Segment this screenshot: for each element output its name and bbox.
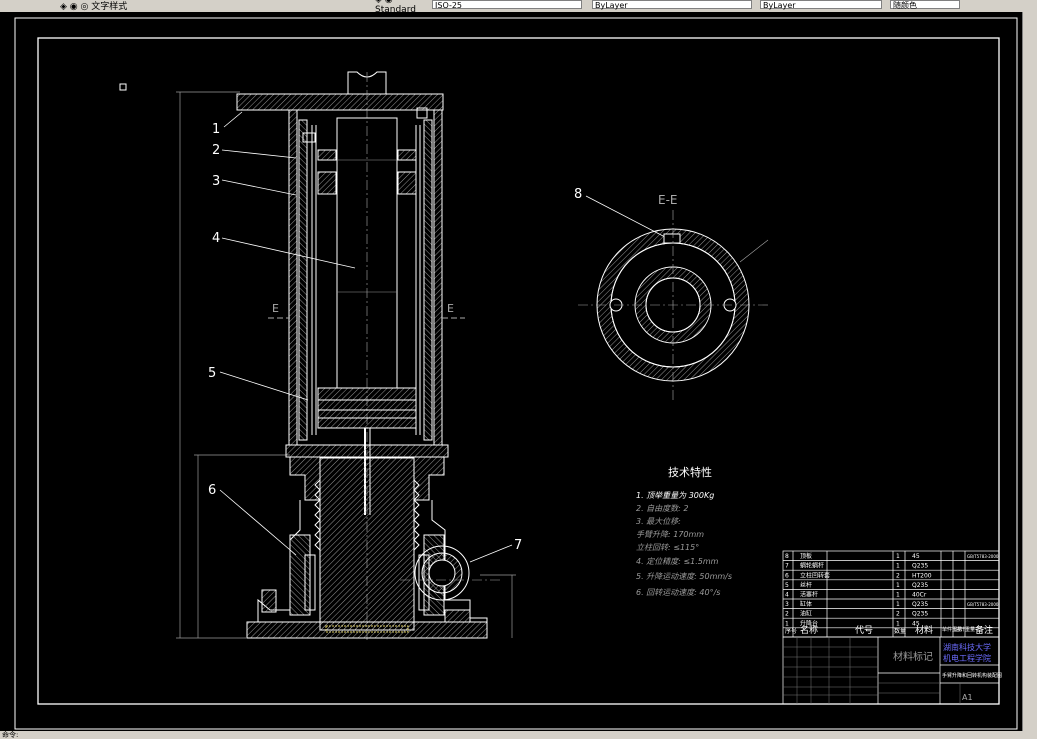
bom-header-material: 材料 (915, 624, 933, 636)
bom-header-code: 代号 (855, 625, 873, 636)
bom-header-name: 名称 (800, 624, 818, 636)
bom-cell-name: 立柱回转套 (800, 571, 830, 579)
command-line[interactable]: 命令: (0, 731, 1037, 739)
part-label-7: 7 (514, 538, 522, 553)
tech-spec-line: 1. 顶举重量为 300Kg (636, 491, 714, 500)
title-college: 机电工程学院 (943, 653, 991, 663)
bom-cell-remark: GB/T5783-2000 (967, 602, 999, 607)
bom-cell-no: 1 (785, 620, 789, 627)
text-style-control[interactable]: ◈ ◉ ◎ 文字样式 (60, 1, 128, 12)
bom-cell-name: 升降台 (800, 619, 818, 627)
tech-spec-line: 手臂升降: 170mm (636, 530, 704, 539)
sheet-outer-border (14, 17, 1018, 730)
section-mark-right: E (447, 302, 454, 315)
bom-header-weight: 单件重量 (942, 626, 962, 633)
bom-cell-material: HT200 (912, 572, 932, 579)
bom-header-no: 序号 (785, 627, 797, 635)
bom-cell-qty: 1 (896, 620, 900, 627)
part-label-8: 8 (574, 187, 582, 202)
bom-cell-qty: 2 (896, 572, 900, 579)
bom-cell-name: 丝杆 (800, 581, 812, 589)
part-label-1: 1 (212, 122, 220, 137)
tech-spec-line: 4. 定位精度: ≤1.5mm (636, 557, 719, 566)
bom-cell-name: 缸体 (800, 600, 812, 608)
section-view-e-e (578, 210, 769, 400)
title-drawing-name: 手臂升降和回转机构装配图 (942, 672, 1002, 679)
part-label-3: 3 (212, 174, 220, 189)
color-dropdown[interactable]: ByLayer (592, 0, 752, 10)
bom-cell-qty: 1 (896, 592, 900, 599)
bom-cell-name: 蜗轮蜗杆 (800, 562, 824, 570)
bom-cell-material: Q235 (912, 582, 928, 589)
part-label-6: 6 (208, 483, 216, 498)
leader-lines (219, 111, 666, 563)
bom-header-total: 总计重量 (955, 626, 975, 633)
bom-cell-no: 8 (785, 553, 789, 560)
bom-cell-qty: 1 (896, 563, 900, 570)
bom-cell-no: 4 (785, 592, 789, 599)
tech-spec-line: 5. 升降运动速度: 50mm/s (636, 572, 732, 581)
bom-cell-no: 2 (785, 611, 789, 618)
layer-dropdown[interactable]: ISO-25 (432, 0, 582, 10)
part-label-4: 4 (212, 231, 220, 246)
bom-cell-no: 7 (785, 563, 789, 570)
title-scale: A1 (962, 693, 973, 702)
ucs-marker (119, 83, 127, 91)
tech-spec-line: 3. 最大位移: (636, 517, 681, 526)
bom-cell-no: 6 (785, 572, 789, 579)
bom-cell-qty: 1 (896, 553, 900, 560)
section-mark-left: E (272, 302, 279, 315)
bom-cell-material: 45 (912, 553, 920, 560)
bom-cell-qty: 2 (896, 611, 900, 618)
drawing-canvas[interactable]: 1 2 3 4 5 6 7 8 E E E-E 技术特性 1. 顶举重量为 30… (0, 12, 1022, 731)
vertical-scrollbar[interactable] (1022, 12, 1037, 731)
sheet-inner-border (37, 37, 1000, 705)
bom-cell-material: Q235 (912, 563, 928, 570)
dim-style-control[interactable]: ◈ ◉ Standard (375, 0, 416, 13)
lineweight-dropdown[interactable]: 随颜色 (890, 0, 960, 10)
bom-cell-material: Q235 (912, 611, 928, 618)
bom-cell-remark: GB/T5783-2000 (967, 554, 999, 559)
bom-cell-no: 5 (785, 582, 789, 589)
linetype-dropdown[interactable]: ByLayer (760, 0, 882, 10)
title-school: 湖南科技大学 (943, 642, 991, 652)
tech-spec-line: 2. 自由度数: 2 (636, 504, 689, 513)
bom-cell-material: Q235 (912, 601, 928, 608)
title-material-mark: 材料标记 (893, 650, 933, 663)
tech-spec-line: 立柱回转: ≤115° (636, 543, 699, 552)
title-block (782, 636, 1000, 705)
part-label-5: 5 (208, 366, 216, 381)
bom-cell-name: 油缸 (800, 610, 812, 618)
bom-header-remark: 备注 (975, 624, 993, 636)
bom-cell-no: 3 (785, 601, 789, 608)
part-label-2: 2 (212, 143, 220, 158)
bom-cell-name: 活塞杆 (800, 591, 818, 599)
tech-specs-block: 技术特性 1. 顶举重量为 300Kg 2. 自由度数: 2 3. 最大位移: … (636, 465, 732, 597)
assembly-section-view (176, 71, 516, 640)
bom-cell-name: 顶板 (800, 552, 812, 560)
section-view-title: E-E (658, 193, 678, 207)
bom-cell-material: 45 (912, 620, 920, 627)
tech-specs-title: 技术特性 (668, 465, 712, 479)
bom-cell-qty: 1 (896, 582, 900, 589)
tech-spec-line: 6. 回转运动速度: 40°/s (636, 588, 720, 597)
bom-cell-material: 40Cr (912, 592, 927, 599)
bom-header-qty: 数量 (894, 627, 906, 635)
bom-cell-qty: 1 (896, 601, 900, 608)
drawing-svg[interactable]: 1 2 3 4 5 6 7 8 E E E-E 技术特性 1. 顶举重量为 30… (0, 12, 1022, 731)
bom-table (782, 550, 1000, 638)
